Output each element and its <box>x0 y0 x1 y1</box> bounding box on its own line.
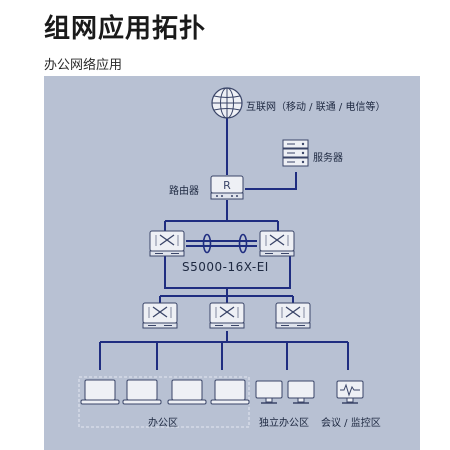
internet-label: 互联网（移动 / 联通 / 电信等） <box>246 102 386 113</box>
server-label: 服务器 <box>313 153 343 164</box>
core-switch-left-icon <box>149 230 185 257</box>
globe-icon <box>211 87 243 119</box>
page-subtitle: 办公网络应用 <box>44 58 123 73</box>
access-switch-right-icon <box>275 302 311 329</box>
access-switch-left-icon <box>142 302 178 329</box>
link-router-server <box>245 172 297 190</box>
office-zone-label: 办公区 <box>148 418 178 429</box>
laptop-icon <box>210 379 250 405</box>
connection-lines <box>99 118 349 370</box>
page-title: 组网应用拓扑 <box>44 14 207 44</box>
surveillance-monitor-icon <box>336 380 364 404</box>
laptop-icon <box>80 379 120 405</box>
server-icon <box>282 139 309 167</box>
access-switch-center-icon <box>209 302 245 329</box>
meeting-monitor-zone-label: 会议 / 监控区 <box>321 418 381 429</box>
core-switch-model-label: S5000-16X-EI <box>182 260 269 274</box>
standalone-office-label: 独立办公区 <box>259 418 309 429</box>
desktop-monitor-icon <box>255 380 283 404</box>
router-label: 路由器 <box>169 186 199 197</box>
laptop-icon <box>167 379 207 405</box>
core-switch-right-icon <box>259 230 295 257</box>
svg-text:R: R <box>223 179 231 192</box>
desktop-monitor-icon <box>287 380 315 404</box>
stack-cable <box>186 233 257 254</box>
laptop-icon <box>122 379 162 405</box>
router-icon: R <box>210 175 244 200</box>
